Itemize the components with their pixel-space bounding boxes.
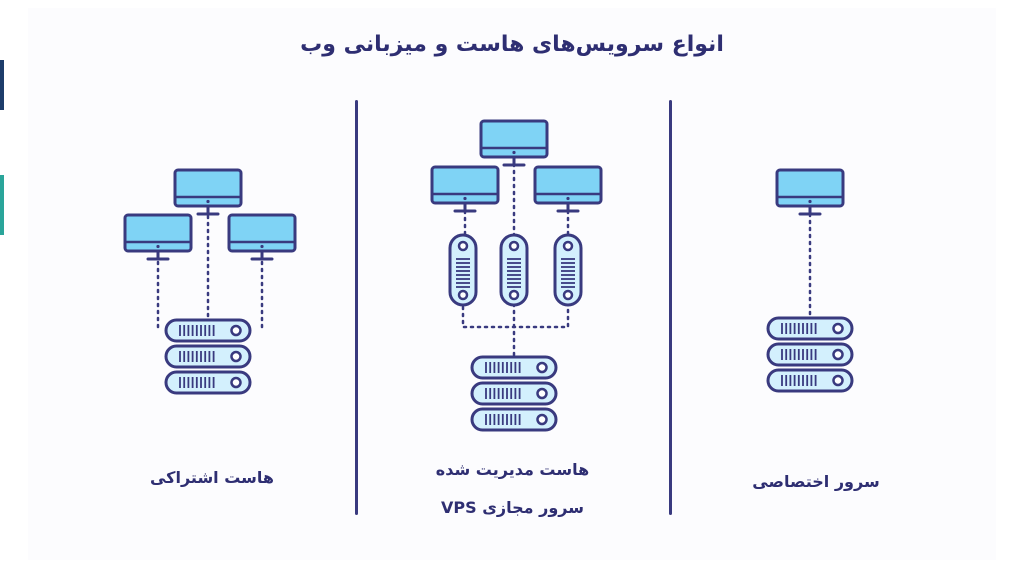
server-unit [766,342,854,367]
server-rack-icon [470,355,558,432]
server-unit [470,407,558,432]
server-racks-group [164,316,854,432]
caption-dedicated-server: سرور اختصاصی [752,472,880,491]
vertical-server-icon [499,233,529,307]
caption-shared-hosting: هاست اشتراکی [149,468,275,487]
monitors-group [123,119,845,261]
monitor-icon [775,168,845,216]
left-edge-strip [0,60,4,110]
monitor-icon [227,213,297,261]
dotted-connector [461,305,570,329]
dotted-connectors [156,162,812,357]
vertical-server-icon [448,233,478,307]
server-unit [164,318,252,343]
diagram-title: انواع سرویس‌های هاست و میزبانی وب [300,32,724,57]
server-unit [766,368,854,393]
server-unit [470,355,558,380]
server-unit [470,381,558,406]
server-unit [164,344,252,369]
vertical-server-icon [553,233,583,307]
column-divider-right [669,100,672,515]
left-edge-strip [0,175,4,235]
column-divider-left [355,100,358,515]
server-unit [766,316,854,341]
caption-managed-hosting: هاست مدیریت شده [435,460,590,479]
monitor-icon [123,213,193,261]
monitor-icon [173,168,243,216]
caption-vps: سرور مجازی VPS [441,498,584,517]
monitor-icon [533,165,603,213]
monitor-icon [430,165,500,213]
vertical-servers-group [448,233,583,307]
server-rack-icon [766,316,854,393]
server-unit [164,370,252,395]
monitor-icon [479,119,549,167]
server-rack-icon [164,318,252,395]
